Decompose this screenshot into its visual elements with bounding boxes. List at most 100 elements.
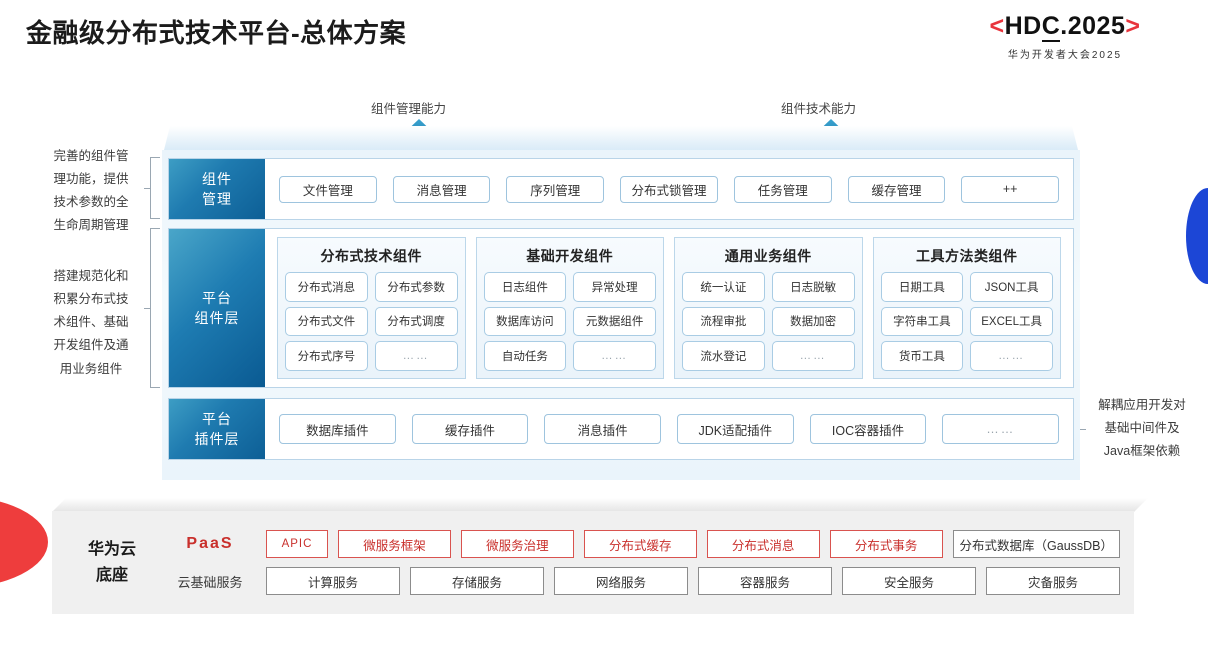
architecture-panel: 组件管理 文件管理消息管理序列管理分布式锁管理任务管理缓存管理++ 平台组件层 … <box>162 150 1080 480</box>
component-group-grid: 日志组件异常处理数据库访问元数据组件自动任务…… <box>483 272 656 371</box>
component-group-title: 分布式技术组件 <box>320 248 422 264</box>
logo-text-hd: HD <box>1004 12 1042 40</box>
component-group: 分布式技术组件分布式消息分布式参数分布式文件分布式调度分布式序号…… <box>277 237 466 379</box>
component-cell[interactable]: 日志脱敏 <box>771 272 855 302</box>
component-management-chip[interactable]: 文件管理 <box>279 175 377 203</box>
component-group-grid: 分布式消息分布式参数分布式文件分布式调度分布式序号…… <box>285 272 458 371</box>
layer-label-component-management: 组件管理 <box>169 159 265 219</box>
cloud-service-chip[interactable]: 网络服务 <box>554 567 688 595</box>
paas-rows: PaaS APIC 微服务框架微服务治理分布式缓存分布式消息分布式事务分布式数据库… <box>158 530 1121 595</box>
logo-bracket-right-icon: > <box>1125 12 1141 40</box>
component-management-chip[interactable]: 消息管理 <box>392 175 491 203</box>
component-management-chip[interactable]: ++ <box>961 175 1060 203</box>
layer-body-platform-component: 分布式技术组件分布式消息分布式参数分布式文件分布式调度分布式序号……基础开发组件… <box>265 229 1073 387</box>
arrow-label-right: 组件技术能力 <box>781 102 857 116</box>
paas-service-chip[interactable]: 分布式事务 <box>829 530 943 558</box>
platform-component-groups: 分布式技术组件分布式消息分布式参数分布式文件分布式调度分布式序号……基础开发组件… <box>265 229 1073 387</box>
cloud-service-chip[interactable]: 存储服务 <box>410 567 544 595</box>
component-group-title: 通用业务组件 <box>724 248 812 264</box>
cloud-service-chip[interactable]: 安全服务 <box>842 567 976 595</box>
component-cell[interactable]: 流程审批 <box>682 306 765 337</box>
layer-platform-plugin: 平台插件层 数据库插件缓存插件消息插件 JDK适配插件 IOC容器插件 …… <box>168 398 1074 460</box>
platform-plugin-chip-row: 数据库插件缓存插件消息插件 JDK适配插件 IOC容器插件 …… <box>265 414 1073 444</box>
paas-service-chip[interactable]: 分布式数据库（GaussDB） <box>952 530 1121 558</box>
huawei-cloud-base-title: 华为云底座 <box>87 540 136 584</box>
component-group-title: 基础开发组件 <box>526 248 614 264</box>
arrow-label-left: 组件管理能力 <box>371 102 447 116</box>
paas-service-chip[interactable]: APIC <box>266 530 328 558</box>
cloud-service-chip[interactable]: 灾备服务 <box>986 567 1120 595</box>
decor-red-sector <box>0 496 48 588</box>
component-cell[interactable]: …… <box>970 341 1053 371</box>
component-cell[interactable]: 自动任务 <box>483 341 567 371</box>
layer-label-platform-component: 平台组件层 <box>169 229 265 387</box>
logo-text-c: C <box>1041 12 1061 42</box>
hdc-logo-main: <HDC.2025> <box>940 12 1190 42</box>
layer-body-component-management: 文件管理消息管理序列管理分布式锁管理任务管理缓存管理 ++ <box>265 159 1073 219</box>
component-management-chip-row: 文件管理消息管理序列管理分布式锁管理任务管理缓存管理 ++ <box>265 175 1073 203</box>
component-management-chip[interactable]: 分布式锁管理 <box>620 175 718 203</box>
component-cell[interactable]: 统一认证 <box>682 272 765 302</box>
cloud-service-label: 云基础服务 <box>177 574 243 590</box>
bracket-left-top <box>144 157 160 219</box>
platform-plugin-chip[interactable]: IOC容器插件 <box>809 414 927 444</box>
decor-blue-lens <box>1186 188 1208 284</box>
component-cell[interactable]: …… <box>573 341 656 371</box>
component-management-chip[interactable]: 序列管理 <box>506 175 605 203</box>
paas-service-line: PaaS APIC 微服务框架微服务治理分布式缓存分布式消息分布式事务分布式数据库… <box>164 530 1121 558</box>
note-platform-component: 搭建规范化和积累分布式技术组件、基础开发组件及通用业务组件 <box>53 269 129 376</box>
hdc-logo: <HDC.2025> 华为开发者大会2025 <box>940 12 1190 61</box>
platform-plugin-chip[interactable]: 缓存插件 <box>411 414 529 444</box>
component-cell[interactable]: …… <box>374 341 458 371</box>
component-cell[interactable]: 元数据组件 <box>573 306 656 337</box>
cloud-service-chip[interactable]: 计算服务 <box>266 567 400 595</box>
component-group: 基础开发组件日志组件异常处理数据库访问元数据组件自动任务…… <box>475 237 664 379</box>
paas-service-chip[interactable]: 微服务框架 <box>338 530 451 558</box>
component-cell[interactable]: 流水登记 <box>682 341 765 371</box>
component-management-chip[interactable]: 缓存管理 <box>847 175 946 203</box>
component-cell[interactable]: 数据加密 <box>771 306 855 337</box>
platform-plugin-chip[interactable]: 数据库插件 <box>279 414 396 444</box>
layer-label-platform-plugin: 平台插件层 <box>169 399 265 459</box>
component-cell[interactable]: 分布式序号 <box>285 341 368 371</box>
component-cell[interactable]: 分布式参数 <box>374 272 458 302</box>
paas-service-chip[interactable]: 分布式消息 <box>706 530 820 558</box>
component-cell[interactable]: 异常处理 <box>573 272 656 302</box>
slab-top-bevel <box>52 498 1148 512</box>
component-cell[interactable]: 数据库访问 <box>483 306 567 337</box>
component-cell[interactable]: 字符串工具 <box>880 306 964 337</box>
note-component-management: 完善的组件管理功能，提供技术参数的全生命周期管理 <box>53 149 129 233</box>
component-group-title: 工具方法类组件 <box>916 248 1018 264</box>
paas-service-chip[interactable]: 分布式缓存 <box>583 530 697 558</box>
component-cell[interactable]: 分布式文件 <box>285 306 368 337</box>
logo-text-year: .2025 <box>1060 12 1126 40</box>
platform-plugin-chip[interactable]: …… <box>942 414 1060 444</box>
component-cell[interactable]: 分布式调度 <box>374 306 458 337</box>
cloud-service-line: 云基础服务 计算服务存储服务网络服务容器服务安全服务灾备服务 <box>164 567 1120 595</box>
component-cell[interactable]: 日期工具 <box>880 272 964 302</box>
component-group: 通用业务组件统一认证日志脱敏流程审批数据加密流水登记…… <box>674 237 863 379</box>
component-cell[interactable]: 日志组件 <box>483 272 567 302</box>
hdc-logo-subtitle: 华为开发者大会2025 <box>1007 50 1123 61</box>
component-cell[interactable]: …… <box>771 341 855 371</box>
layer-body-platform-plugin: 数据库插件缓存插件消息插件 JDK适配插件 IOC容器插件 …… <box>265 399 1073 459</box>
huawei-cloud-base-slab: 华为云底座 PaaS APIC 微服务框架微服务治理分布式缓存分布式消息分布式事务… <box>52 498 1148 614</box>
component-cell[interactable]: EXCEL工具 <box>970 306 1053 337</box>
platform-plugin-chip[interactable]: 消息插件 <box>544 414 662 444</box>
logo-bracket-left-icon: < <box>989 12 1005 40</box>
paas-service-chip[interactable]: 微服务治理 <box>460 530 574 558</box>
component-group-grid: 统一认证日志脱敏流程审批数据加密流水登记…… <box>682 272 855 371</box>
cloud-service-chip[interactable]: 容器服务 <box>698 567 832 595</box>
paas-label: PaaS <box>186 535 234 552</box>
platform-plugin-chip[interactable]: JDK适配插件 <box>677 414 794 444</box>
layer-platform-component: 平台组件层 分布式技术组件分布式消息分布式参数分布式文件分布式调度分布式序号……… <box>168 228 1074 388</box>
component-cell[interactable]: 货币工具 <box>880 341 964 371</box>
component-management-chip[interactable]: 任务管理 <box>733 175 832 203</box>
bracket-left-middle <box>144 228 160 388</box>
component-cell[interactable]: JSON工具 <box>970 272 1053 302</box>
component-cell[interactable]: 分布式消息 <box>285 272 368 302</box>
page-title: 金融级分布式技术平台-总体方案 <box>26 18 407 48</box>
